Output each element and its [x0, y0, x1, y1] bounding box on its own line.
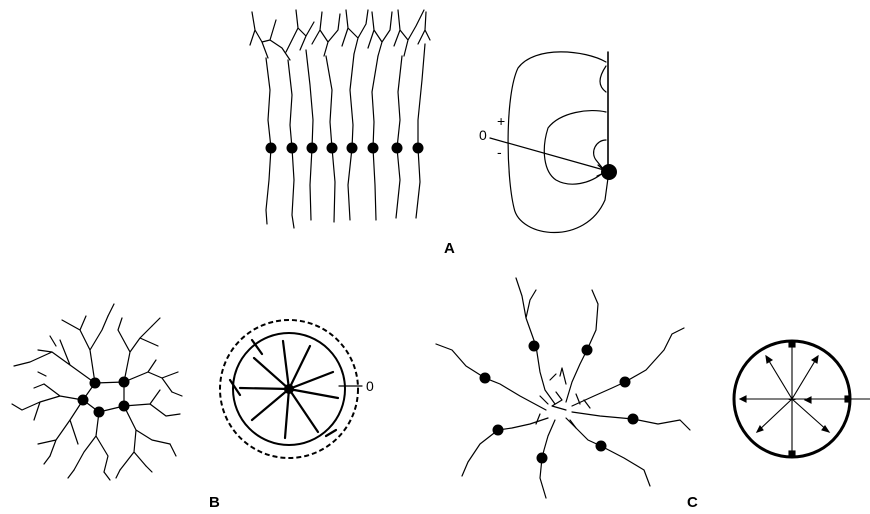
panel-a-dendrite-tops	[250, 10, 430, 60]
cell-body	[368, 143, 379, 154]
minus-sign: -	[497, 144, 502, 160]
cell-body	[307, 143, 318, 154]
panel-a-neuron-shafts	[266, 44, 425, 228]
field-cell-body	[284, 384, 294, 394]
panel-c-radiating-neurons	[436, 278, 690, 498]
plus-sign: +	[497, 113, 505, 129]
cell-body	[413, 143, 424, 154]
cell-body	[480, 373, 491, 384]
cell-body	[287, 143, 298, 154]
cell-body	[94, 407, 105, 418]
zero-label: 0	[479, 127, 487, 143]
cell-body	[119, 377, 130, 388]
cell-body	[529, 341, 540, 352]
field-cell-body	[601, 164, 617, 180]
panel-label-c: C	[687, 494, 698, 511]
cell-body	[392, 143, 403, 154]
panel-label-a: A	[444, 240, 455, 257]
cell-body	[347, 143, 358, 154]
cell-body	[493, 425, 504, 436]
cell-body	[90, 378, 101, 389]
cell-body	[266, 143, 277, 154]
outer-field-line	[508, 52, 608, 233]
panel-b-dendritic-cluster	[12, 304, 182, 480]
cell-body	[537, 453, 548, 464]
center-plus: +	[788, 391, 796, 407]
cell-body	[596, 441, 607, 452]
zero-label: 0	[366, 378, 374, 394]
outward-arrows	[740, 342, 870, 456]
cell-body	[628, 414, 639, 425]
cell-body	[119, 401, 130, 412]
inner-field-line	[544, 111, 606, 185]
panel-c-field-diagram: +	[734, 341, 870, 457]
cell-body	[78, 395, 89, 406]
cell-body	[620, 377, 631, 388]
panel-b-field-diagram: 0	[220, 320, 374, 458]
cell-body	[582, 345, 593, 356]
panel-label-b: B	[209, 494, 220, 511]
panel-a-cell-bodies	[266, 143, 424, 154]
cell-body	[327, 143, 338, 154]
panel-a-parallel-neurons	[250, 10, 430, 228]
panel-a-field-diagram: + 0 -	[479, 52, 617, 233]
